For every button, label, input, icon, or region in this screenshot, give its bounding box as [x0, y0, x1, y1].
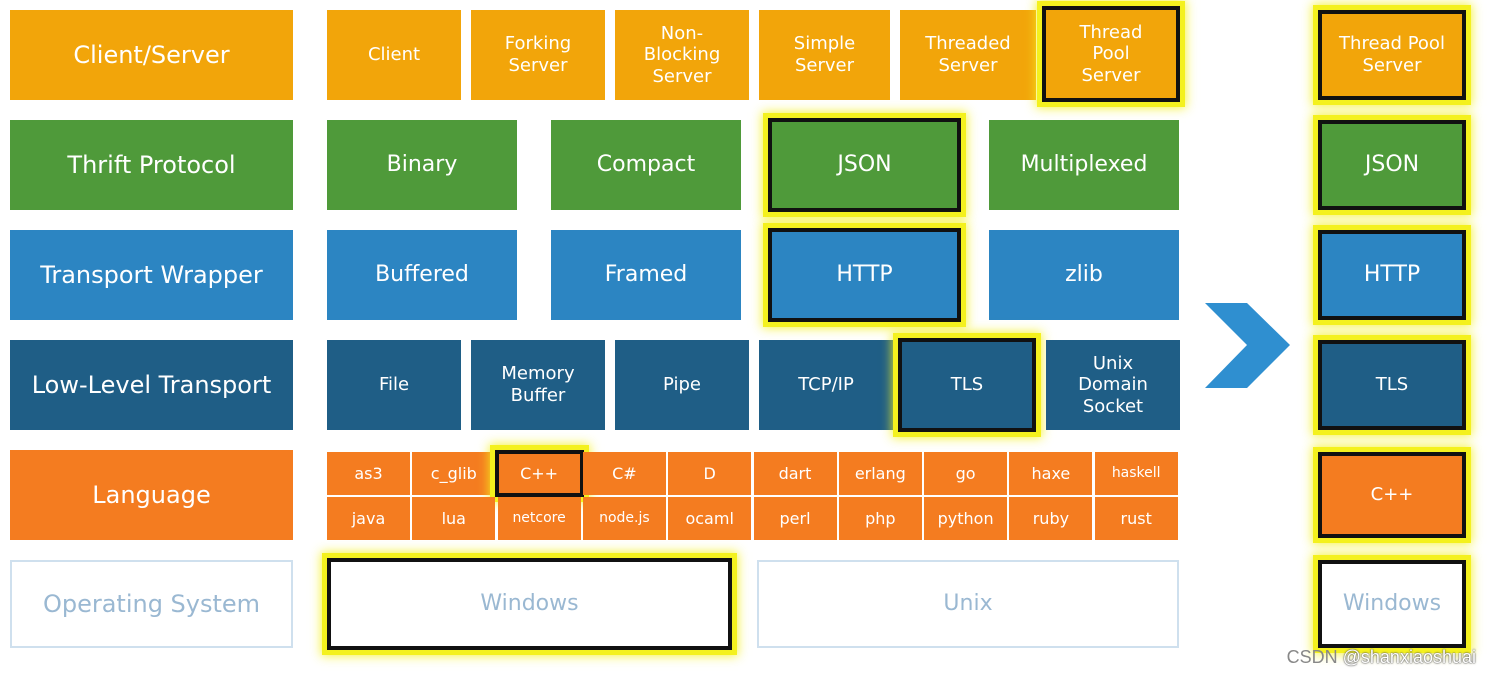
option-threaded-server: Threaded Server: [900, 10, 1036, 100]
option-client: Client: [327, 10, 461, 100]
result-cpp: C++: [1318, 452, 1466, 538]
category-thrift-protocol: Thrift Protocol: [10, 120, 293, 210]
option-zlib: zlib: [989, 230, 1179, 320]
option-thread-pool-server: Thread Pool Server: [1042, 6, 1180, 102]
language-python: python: [924, 497, 1008, 540]
option-compact: Compact: [551, 120, 741, 210]
result-json: JSON: [1318, 120, 1466, 210]
option-forking-server: Forking Server: [471, 10, 605, 100]
option-json: JSON: [768, 118, 961, 212]
language-netcore: netcore: [497, 497, 581, 540]
chevron-right-icon: [1205, 303, 1290, 388]
language-c-: C#: [582, 452, 666, 495]
category-language: Language: [10, 450, 293, 540]
language-erlang: erlang: [838, 452, 922, 495]
option-file: File: [327, 340, 461, 430]
language-d: D: [668, 452, 752, 495]
category-client-server: Client/Server: [10, 10, 293, 100]
language-as3: as3: [327, 452, 410, 495]
option-tcpip: TCP/IP: [759, 340, 893, 430]
result-windows: Windows: [1318, 560, 1466, 648]
option-tls: TLS: [898, 338, 1036, 432]
watermark-handle: @shanxiaoshuai: [1342, 647, 1476, 667]
option-buffered: Buffered: [327, 230, 517, 320]
result-tls: TLS: [1318, 340, 1466, 430]
language-c-: C++: [494, 450, 584, 497]
watermark-prefix: CSDN: [1286, 647, 1343, 667]
language-rust: rust: [1094, 497, 1178, 540]
option-memory-buffer: Memory Buffer: [471, 340, 605, 430]
category-low-level-transport: Low-Level Transport: [10, 340, 293, 430]
option-pipe: Pipe: [615, 340, 749, 430]
language-c-glib: c_glib: [412, 452, 496, 495]
language-php: php: [838, 497, 922, 540]
language-node-js: node.js: [582, 497, 666, 540]
language-haxe: haxe: [1009, 452, 1093, 495]
option-binary: Binary: [327, 120, 517, 210]
result-http: HTTP: [1318, 230, 1466, 320]
option-unix-domain-socket: Unix Domain Socket: [1046, 340, 1180, 430]
category-operating-system: Operating System: [10, 560, 293, 648]
option-multiplexed: Multiplexed: [989, 120, 1179, 210]
language-java: java: [327, 497, 410, 540]
result-thread-pool-server: Thread Pool Server: [1318, 10, 1466, 100]
option-nonblocking-server: Non- Blocking Server: [615, 10, 749, 100]
language-haskell: haskell: [1094, 452, 1178, 495]
option-simple-server: Simple Server: [759, 10, 890, 100]
language-lua: lua: [412, 497, 496, 540]
category-transport-wrapper: Transport Wrapper: [10, 230, 293, 320]
language-go: go: [924, 452, 1008, 495]
language-ruby: ruby: [1009, 497, 1093, 540]
language-dart: dart: [753, 452, 837, 495]
option-framed: Framed: [551, 230, 741, 320]
language-perl: perl: [753, 497, 837, 540]
language-ocaml: ocaml: [668, 497, 752, 540]
option-http: HTTP: [768, 228, 961, 322]
option-windows: Windows: [327, 558, 732, 650]
watermark: CSDN @shanxiaoshuai: [1287, 647, 1476, 668]
option-unix: Unix: [757, 560, 1179, 648]
